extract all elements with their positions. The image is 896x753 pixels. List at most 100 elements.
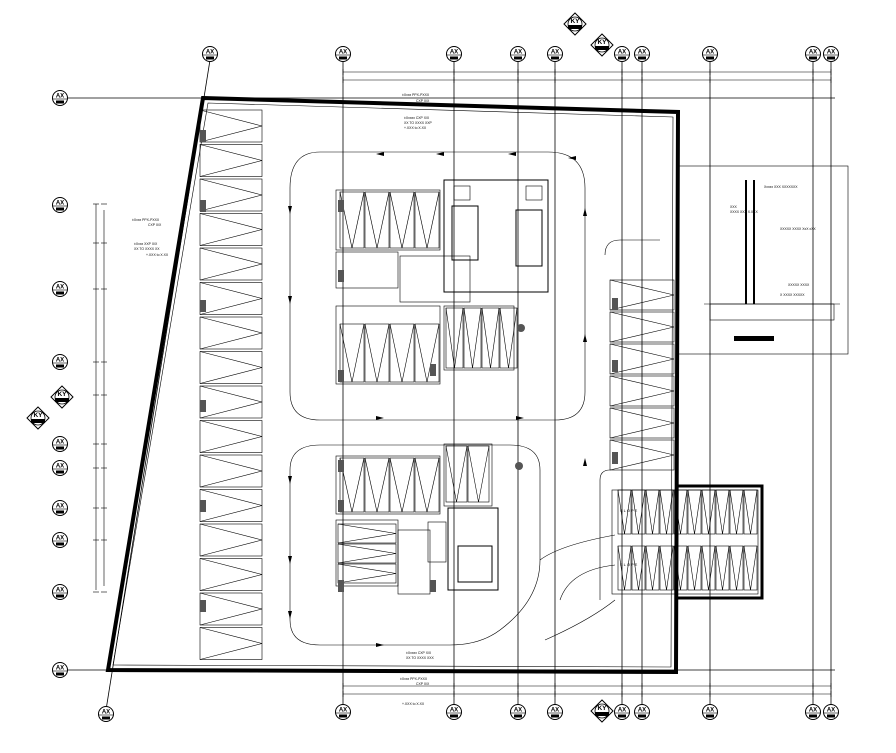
note-left-1: ±Xxxx PPX-PXXX	[132, 218, 160, 222]
parking-stall	[609, 279, 675, 311]
grid-bubble: AX	[52, 500, 68, 516]
grid-bubble: AX	[634, 704, 650, 720]
parking-stall	[499, 307, 518, 369]
grid-bubble-label: AX	[56, 536, 64, 542]
section-marker: KY	[590, 33, 614, 57]
direction-arrow	[508, 152, 516, 156]
parking-stall	[445, 445, 468, 503]
note-top-1b: CXP X/X	[416, 99, 430, 103]
parking-stall	[687, 489, 702, 535]
grid-bubble-label: AX	[450, 50, 458, 56]
grid-bubble-label: AX	[827, 50, 835, 56]
grid-bubble-label: AX	[638, 708, 646, 714]
grid-bubble: AX	[335, 46, 351, 62]
parking-stall	[743, 489, 758, 535]
parking-stall	[389, 191, 415, 249]
parking-stalls	[199, 109, 758, 660]
columns	[200, 130, 618, 612]
direction-arrow	[288, 556, 292, 564]
parking-stall	[659, 545, 674, 591]
parking-stall	[609, 439, 675, 471]
grid-bubble: AX	[202, 46, 218, 62]
grid-bubble-label: AX	[514, 50, 522, 56]
parking-stall	[609, 311, 675, 343]
grid-bubble-label: AX	[56, 440, 64, 446]
grid-bubble-label: AX	[56, 94, 64, 100]
grid-bubble-label: AX	[450, 708, 458, 714]
direction-arrow	[376, 643, 384, 647]
detail-note-3: XXXXX XXXX XxX xXX	[780, 227, 816, 231]
grid-bubble: AX	[702, 46, 718, 62]
parking-stall	[199, 247, 263, 281]
annotation-notes: ±Xxxx PPX-PXXX CXP X/X ±Xxxxx CXP X/X XX…	[132, 93, 816, 706]
parking-stall	[199, 420, 263, 453]
parking-stall	[673, 545, 688, 591]
column	[612, 452, 618, 464]
column	[612, 360, 618, 372]
column	[200, 500, 206, 512]
parking-stall	[715, 545, 730, 591]
grid-bubble: AX	[335, 704, 351, 720]
core-top	[335, 179, 549, 385]
grid-bubble: AX	[52, 460, 68, 476]
grid-bubble: AX	[702, 704, 718, 720]
grid-bubble: AX	[52, 354, 68, 370]
note-bottom-2: ±Xxxx PPX-PXXX	[400, 677, 428, 681]
parking-stall	[687, 545, 702, 591]
column	[515, 462, 523, 470]
parking-stall	[199, 351, 263, 384]
grid-bubble-label: AX	[706, 50, 714, 56]
grid-bubble: AX	[446, 46, 462, 62]
circulation-path	[289, 151, 660, 646]
parking-stall	[414, 191, 440, 249]
column	[517, 324, 525, 332]
grid-bubble: AX	[547, 46, 563, 62]
grid-bubble: AX	[614, 704, 630, 720]
column	[338, 200, 344, 212]
parking-stall	[609, 343, 675, 375]
parking-stall	[414, 457, 440, 513]
parking-stall	[337, 523, 397, 544]
grid-bubble-label: AX	[102, 710, 110, 716]
direction-arrow	[376, 152, 384, 156]
section-marker-label: KY	[597, 705, 607, 712]
section-marker: KY	[50, 385, 74, 409]
parking-stall	[339, 323, 365, 383]
grid-bubble-label: AX	[809, 50, 817, 56]
parking-stall	[199, 489, 263, 522]
column	[338, 370, 344, 382]
grid-bubble-label: AX	[56, 285, 64, 291]
grid-bubble: AX	[52, 662, 68, 678]
grid-bubble: AX	[510, 704, 526, 720]
column	[338, 270, 344, 282]
parking-stall	[445, 307, 464, 369]
section-marker-label: KY	[570, 18, 580, 25]
grid-bubble: AX	[805, 704, 821, 720]
grid-bubble: AX	[634, 46, 650, 62]
grid-bubble: AX	[823, 704, 839, 720]
note-top-1: ±Xxxx PPX-PXXX	[402, 93, 430, 97]
parking-stall	[337, 563, 397, 584]
grid-bubble-label: AX	[56, 504, 64, 510]
grid-bubble: AX	[823, 46, 839, 62]
column	[200, 400, 206, 412]
column	[200, 130, 206, 142]
note-left-1b: CXP X/X	[148, 223, 162, 227]
grid-bubble: AX	[52, 436, 68, 452]
parking-stall	[199, 454, 263, 488]
column	[200, 200, 206, 212]
grid-bubble-label: AX	[706, 708, 714, 714]
detail-note-1: Xxxxx XXX XXXXXXX	[764, 185, 798, 189]
section-marker-label: KY	[57, 391, 67, 398]
parking-stall	[743, 545, 758, 591]
column	[430, 364, 436, 376]
grid-bubble-label: AX	[56, 464, 64, 470]
grid-bubble-label: AX	[56, 201, 64, 207]
parking-stall	[199, 316, 263, 350]
detail-note-4b: X XXXX XXXXX	[780, 293, 805, 297]
parking-stall	[729, 489, 744, 535]
direction-arrow	[583, 208, 587, 216]
note-bottom-1b: XX TO XXXX XXX	[406, 656, 435, 660]
